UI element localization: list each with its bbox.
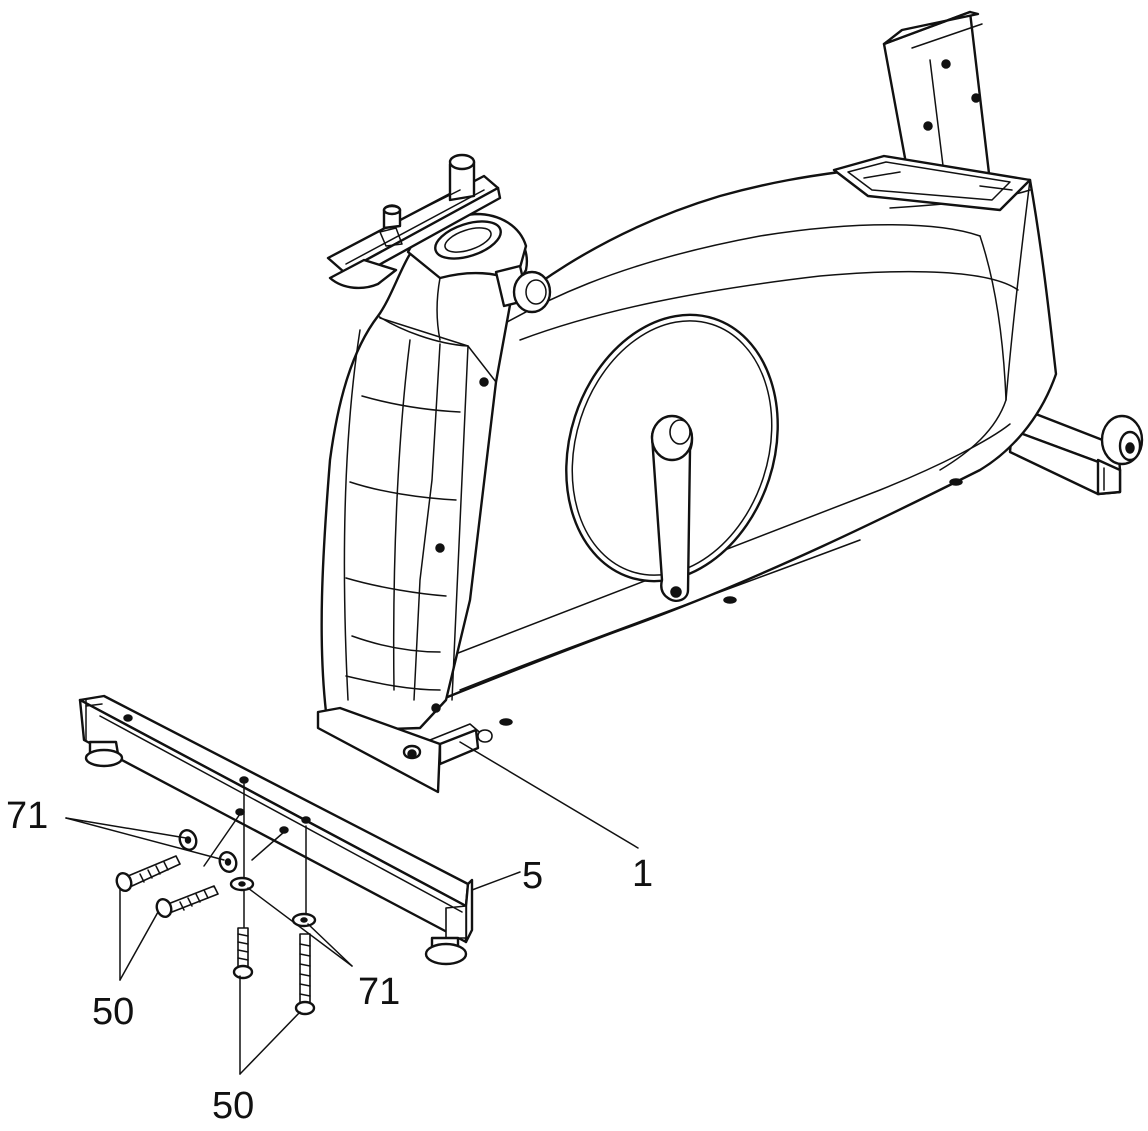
label-50-left: 50 xyxy=(92,991,134,1033)
tension-knob xyxy=(494,264,552,314)
alignment-lines xyxy=(203,783,307,929)
seat-post-mount-plate xyxy=(832,154,1032,212)
mast-base-plate xyxy=(316,706,493,794)
callout-leaders xyxy=(65,741,639,1075)
label-71-top-left: 71 xyxy=(6,795,48,837)
front-mast xyxy=(320,212,529,732)
label-1-frame: 1 xyxy=(632,853,653,895)
label-50-bottom: 50 xyxy=(212,1085,254,1127)
label-5-front-stabilizer: 5 xyxy=(522,855,543,897)
crank-arm xyxy=(650,414,694,602)
handlebar-mount-bracket xyxy=(326,153,502,290)
front-stabilizer xyxy=(78,694,474,966)
rear-stabilizer xyxy=(1008,402,1144,496)
label-71-bottom-right: 71 xyxy=(358,971,400,1013)
bolts-50 xyxy=(115,855,316,1016)
washers-71 xyxy=(178,829,317,928)
